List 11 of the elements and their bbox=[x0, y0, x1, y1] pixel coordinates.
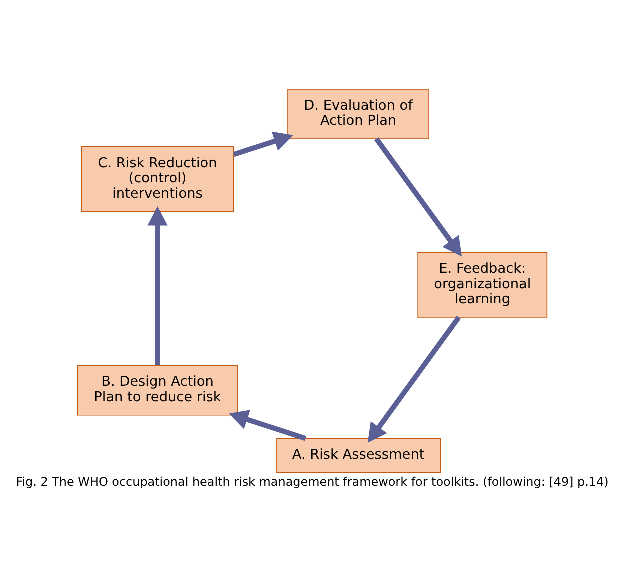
arrow bbox=[368, 316, 462, 443]
caption: Fig. 2 The WHO occupational health risk management framework for toolkits. (following: [49] p.14) bbox=[16, 474, 609, 489]
arrow bbox=[148, 206, 168, 366]
arrow bbox=[233, 132, 294, 158]
node-box: A. Risk Assessment bbox=[276, 438, 442, 474]
node-box: D. Evaluation of Action Plan bbox=[288, 89, 430, 140]
node-box: E. Feedback: organizational learning bbox=[418, 252, 548, 318]
node-box: C. Risk Reduction (control) interventions bbox=[81, 146, 234, 212]
arrow bbox=[229, 410, 307, 442]
arrow bbox=[374, 138, 462, 257]
node-box: B. Design Action Plan to reduce risk bbox=[77, 365, 238, 416]
